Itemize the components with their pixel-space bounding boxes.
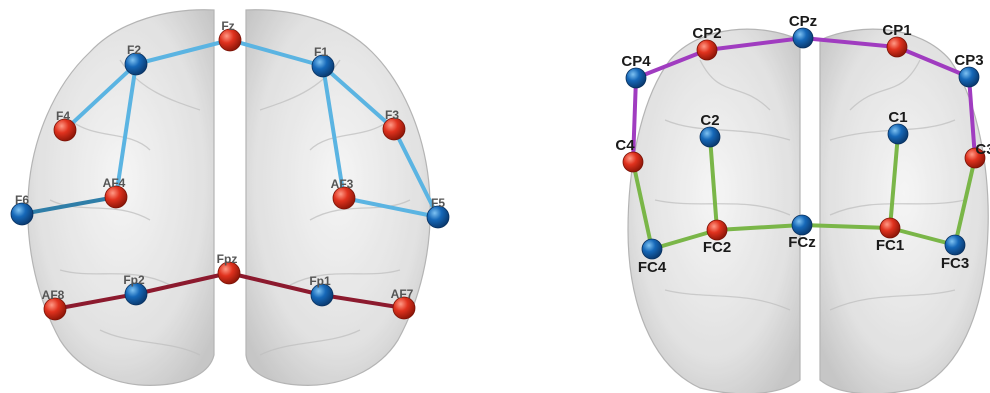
electrode-label-cpz: CPz [789,13,817,30]
electrode-label-fp1: Fp1 [309,274,331,288]
electrode-node-f1 [311,54,335,78]
electrode-node-f4 [53,118,77,142]
electrode-label-f5: F5 [431,196,445,210]
electrode-node-fp1 [310,283,334,307]
brain-frontal-view [27,9,431,386]
electrode-node-cp2 [696,39,718,61]
electrode-node-cp1 [886,36,908,58]
electrode-label-f4: F4 [56,109,70,123]
electrode-node-fc3 [944,234,966,256]
electrode-node-fcz [791,214,813,236]
electrode-node-af3 [332,186,356,210]
edge-f2-fz [134,38,232,66]
electrode-node-c1 [887,123,909,145]
edge-cp2-cpz [705,36,805,52]
edge-cp3-c3 [967,75,977,160]
electrode-label-f6: F6 [15,193,29,207]
electrode-node-fp2 [124,282,148,306]
electrode-node-af7 [392,296,416,320]
electrode-node-af8 [43,297,67,321]
edge-af8-fp2 [53,292,138,311]
edge-f2-af4 [114,62,138,199]
electrode-label-c1: C1 [888,109,907,126]
electrode-label-f1: F1 [314,45,328,59]
electrode-label-fp2: Fp2 [123,273,145,287]
electrode-node-fz [218,28,242,52]
electrode-label-c4: C4 [615,137,635,154]
edge-fc2-fcz [715,223,804,232]
edge-f3-f5 [392,127,440,219]
edge-c3-fc3 [953,156,977,247]
edge-fc4-fc2 [650,228,719,251]
electrode-label-fc2: FC2 [703,239,731,256]
electrode-node-c4 [622,151,644,173]
electrode-label-cp4: CP4 [621,53,651,70]
electrode-label-fcz: FCz [788,234,816,251]
edge-fp1-af7 [320,293,406,310]
brain-top-view [627,28,989,393]
electrode-label-cp1: CP1 [882,22,911,39]
edge-c4-fc4 [631,160,654,251]
electrode-label-f3: F3 [385,108,399,122]
electrode-label-af4: AF4 [103,176,126,190]
electrode-label-fz: Fz [221,19,234,33]
electrode-label-c2: C2 [700,112,719,129]
electrode-label-cp3: CP3 [954,52,983,69]
electrode-label-fpz: Fpz [217,252,238,266]
edge-f2-f4 [63,62,138,132]
electrode-node-c3 [964,147,986,169]
electrode-label-f2: F2 [127,43,141,57]
edge-cp4-c4 [631,76,638,164]
electrode-node-fc4 [641,238,663,260]
edge-fz-f1 [228,38,325,68]
electrode-node-cp3 [958,66,980,88]
edge-fpz-fp1 [227,271,324,297]
edge-f1-f3 [321,64,396,131]
electrode-node-cp4 [625,67,647,89]
edge-f1-af3 [321,64,346,200]
electrode-node-c2 [699,126,721,148]
electrode-label-af3: AF3 [331,177,354,191]
electrode-label-cp2: CP2 [692,25,721,42]
electrode-node-f3 [382,117,406,141]
electrode-node-cpz [792,27,814,49]
brain-top-sulci [654,59,966,311]
edge-c2-fc2 [708,135,719,232]
edge-cpz-cp1 [801,36,899,49]
electrode-label-fc1: FC1 [876,237,904,254]
electrode-label-af7: AF7 [391,287,414,301]
edge-fp2-fpz [134,271,231,296]
electrode-node-f5 [426,205,450,229]
electrode-label-c3: C3 [975,141,990,158]
electrode-label-af8: AF8 [42,288,65,302]
electrode-node-f6 [10,202,34,226]
brain-hemisphere-right-top [819,28,989,393]
edge-fcz-fc1 [800,223,892,230]
edge-fc1-fc3 [888,226,957,247]
edge-cp1-cp3 [895,45,971,79]
edge-af3-f5 [342,196,440,219]
electrode-label-fc4: FC4 [638,259,667,276]
electrode-node-fc2 [706,219,728,241]
electrode-node-fpz [217,261,241,285]
edge-f6-af4 [20,195,118,216]
electrode-node-af4 [104,185,128,209]
edge-c1-fc1 [888,132,900,230]
electrode-node-fc1 [879,217,901,239]
electrode-label-fc3: FC3 [941,255,969,272]
electrode-node-f2 [124,52,148,76]
edge-cp4-cp2 [634,48,709,80]
